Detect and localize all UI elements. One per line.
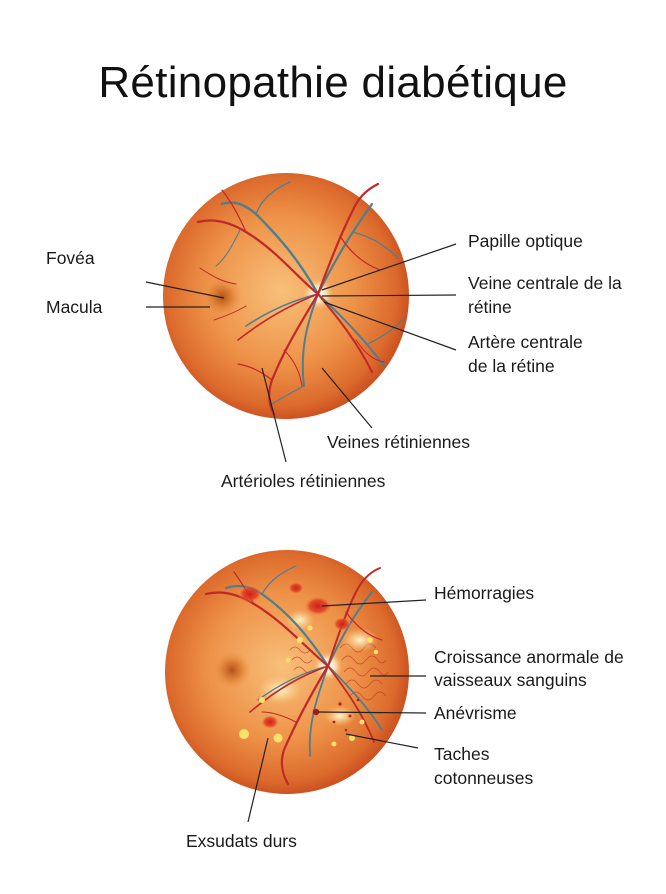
label-hard-exudates: Exsudats durs (186, 831, 297, 851)
retinal-arterioles-2 (204, 567, 383, 786)
label-hemorrhages: Hémorragies (434, 583, 535, 603)
fovea-spot-2 (213, 651, 251, 689)
label-aneurysm: Anévrisme (434, 703, 517, 723)
label-central-artery-line2: de la rétine (468, 356, 555, 376)
hard-exudates (239, 625, 379, 747)
label-retinal-arterioles: Artérioles rétiniennes (221, 471, 386, 491)
label-neovascularization-line2: vaisseaux sanguins (434, 670, 587, 690)
label-optic-disc: Papille optique (468, 231, 583, 251)
normal-fundus (163, 173, 409, 419)
micro-dots (332, 698, 360, 732)
page-title: Rétinopathie diabétique (98, 58, 568, 107)
aneurysm-dot (312, 708, 320, 716)
leader-lines (145, 243, 457, 823)
retinal-arterioles (196, 182, 385, 416)
label-neovascularization-line1: Croissance anormale de (434, 647, 624, 667)
label-central-vein-line1: Veine centrale de la (468, 273, 622, 293)
label-central-vein-line2: rétine (468, 297, 512, 317)
hemorrhages (238, 582, 351, 729)
label-macula: Macula (46, 297, 103, 317)
label-central-artery-line1: Artère centrale (468, 332, 583, 352)
label-retinal-veins: Veines rétiniennes (327, 432, 471, 452)
retinal-veins (215, 181, 405, 405)
diseased-fundus (165, 550, 409, 794)
label-fovea: Fovéa (46, 248, 95, 268)
label-cotton-wool-line2: cotonneuses (434, 768, 534, 788)
label-cotton-wool-line1: Taches (434, 744, 490, 764)
